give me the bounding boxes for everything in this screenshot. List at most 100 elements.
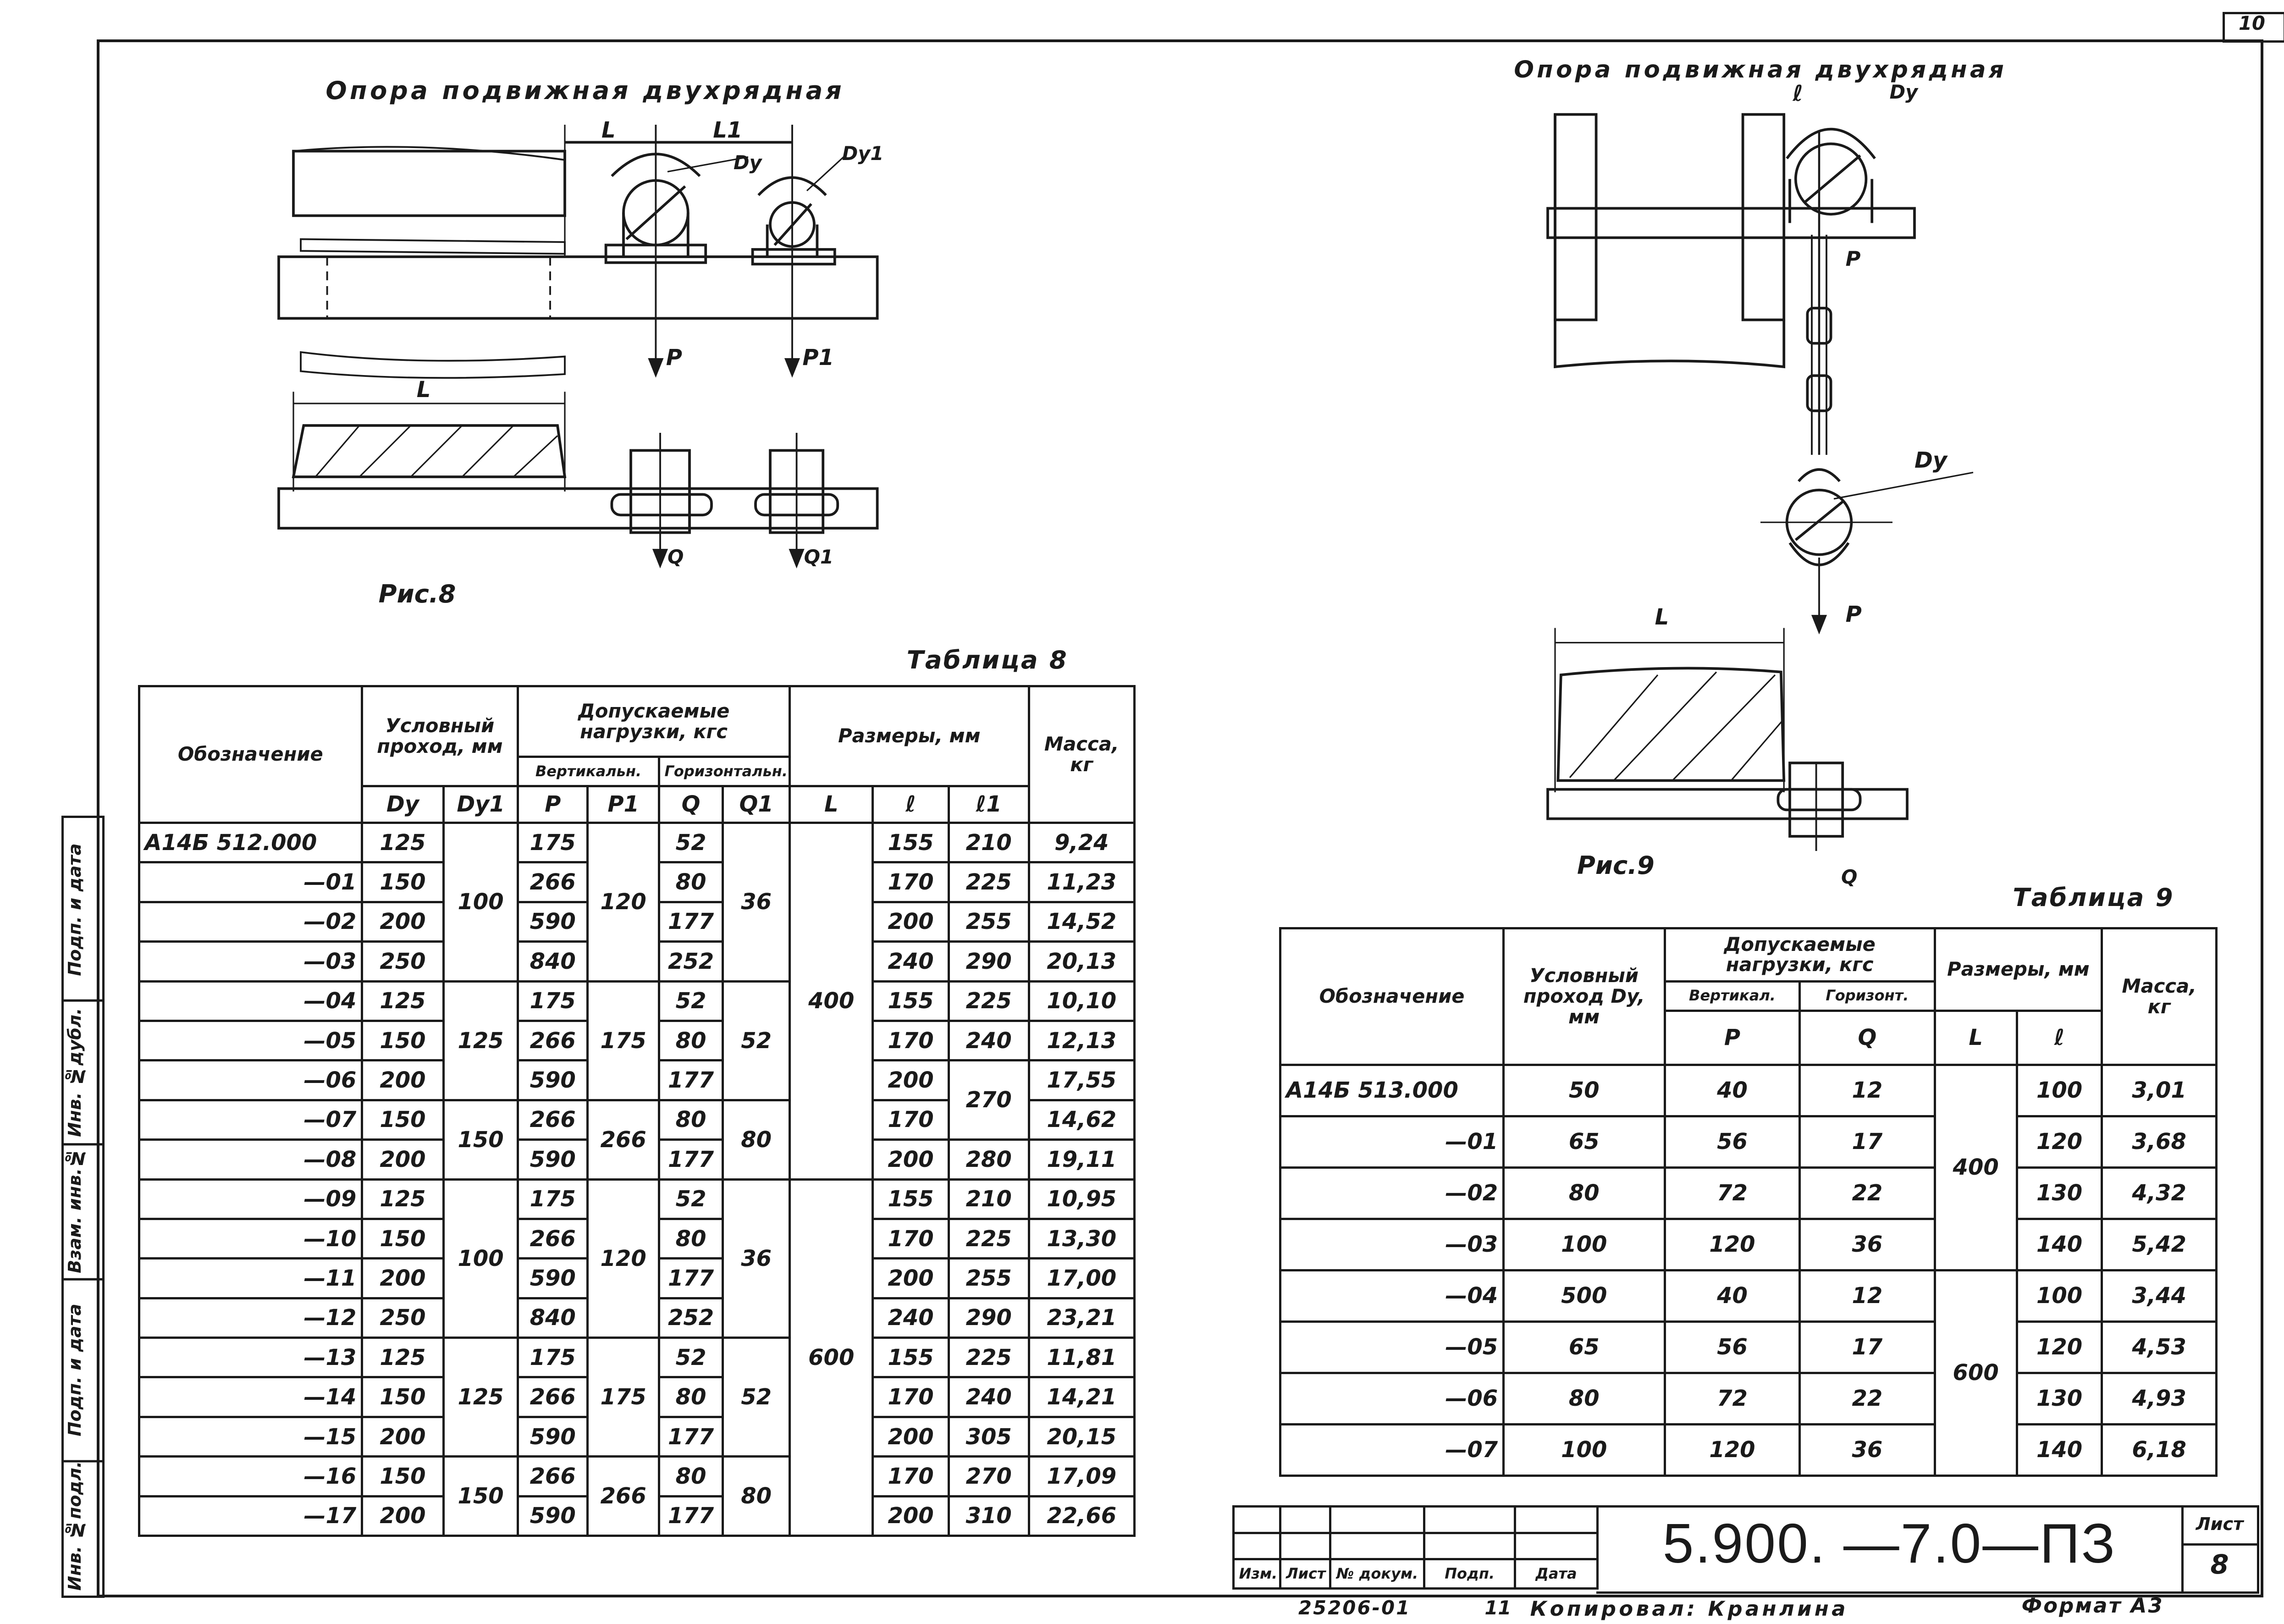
t8-l: 155 <box>872 1337 950 1379</box>
t8-p: 175 <box>517 1178 589 1220</box>
t8-dy: 200 <box>360 900 445 943</box>
t8-q1: 52 <box>722 1337 791 1458</box>
t8-des: —09 <box>138 1178 363 1220</box>
t8-q: 52 <box>657 1337 724 1379</box>
t9-m: 3,68 <box>2101 1115 2218 1169</box>
t8-q1: 80 <box>722 1455 791 1537</box>
t8-l: 155 <box>872 1178 950 1220</box>
t9-des: —04 <box>1279 1269 1505 1323</box>
t8-h-designation: Обозначение <box>138 685 363 824</box>
t8-l: 200 <box>872 1415 950 1458</box>
t8-q1: 36 <box>722 1178 791 1339</box>
t8-dy: 150 <box>360 1099 445 1141</box>
t8-des: —01 <box>138 861 363 903</box>
t9-m: 6,18 <box>2101 1423 2218 1477</box>
t8-p: 590 <box>517 1257 589 1299</box>
fig8-label-Dy: Dy <box>734 151 762 174</box>
t8-l1: 255 <box>947 900 1030 943</box>
t9-q: 22 <box>1799 1166 1936 1220</box>
t8-l1: 310 <box>947 1495 1030 1537</box>
t8-dy: 200 <box>360 1257 445 1299</box>
t8-q: 252 <box>657 1297 724 1339</box>
t8-des: —11 <box>138 1257 363 1299</box>
t8-dy1: 125 <box>442 1337 519 1458</box>
t9-h-L: L <box>1933 1009 2018 1066</box>
t9-m: 4,32 <box>2101 1166 2218 1220</box>
t9-L: 600 <box>1933 1269 2018 1477</box>
footer-num2: 11 <box>1484 1596 1512 1619</box>
t8-q: 80 <box>657 1376 724 1418</box>
t8-dy: 150 <box>360 1376 445 1418</box>
fig9-title: Опора подвижная двухрядная <box>1514 55 2007 83</box>
t8-l1: 305 <box>947 1415 1030 1458</box>
t8-p: 266 <box>517 1099 589 1141</box>
t8-l: 170 <box>872 1019 950 1062</box>
t8-p: 590 <box>517 1059 589 1101</box>
t8-des: —14 <box>138 1376 363 1418</box>
t8-h-mass: Масса, кг <box>1027 685 1136 824</box>
fig9-label-L: L <box>1655 604 1669 630</box>
fig8-label-Q: Q <box>668 546 684 569</box>
t8-h-dims: Размеры, мм <box>789 685 1030 787</box>
t8-des: —02 <box>138 900 363 943</box>
t8-l1: 225 <box>947 1337 1030 1379</box>
title-block-sheet-label: Лист <box>2196 1514 2244 1535</box>
fig8-caption: Рис.8 <box>378 580 456 608</box>
t9-dy: 65 <box>1502 1320 1666 1374</box>
t8-dy: 150 <box>360 1455 445 1497</box>
t9-h-l: ℓ <box>2015 1009 2103 1066</box>
title-block-sheet-divider <box>2181 1543 2258 1546</box>
side-stamp-dividers <box>61 999 103 1463</box>
t8-L: 400 <box>789 821 874 1181</box>
t8-p: 266 <box>517 1019 589 1062</box>
t8-q: 177 <box>657 1138 724 1181</box>
t9-h-dims: Размеры, мм <box>1933 927 2103 1012</box>
t8-L: 600 <box>789 1178 874 1537</box>
t9-p: 72 <box>1663 1371 1801 1425</box>
t8-l1: 280 <box>947 1138 1030 1181</box>
t8-dy: 200 <box>360 1495 445 1537</box>
t9-des: —01 <box>1279 1115 1505 1169</box>
t8-p1: 120 <box>586 1178 660 1339</box>
t9-m: 3,44 <box>2101 1269 2218 1323</box>
t8-l1: 210 <box>947 821 1030 864</box>
t8-m: 19,11 <box>1027 1138 1136 1181</box>
t8-q: 177 <box>657 1495 724 1537</box>
t8-l1: 240 <box>947 1376 1030 1418</box>
t8-p: 590 <box>517 1138 589 1181</box>
t8-dy: 250 <box>360 1297 445 1339</box>
t8-l: 155 <box>872 821 950 864</box>
table9-caption: Таблица 9 <box>2013 883 2174 912</box>
t8-q: 177 <box>657 1415 724 1458</box>
t8-l1-merged: 270 <box>947 1059 1030 1141</box>
t8-des: —12 <box>138 1297 363 1339</box>
t8-dy1: 150 <box>442 1455 519 1537</box>
t9-m: 3,01 <box>2101 1063 2218 1117</box>
t8-q: 80 <box>657 1455 724 1497</box>
t8-p: 840 <box>517 1297 589 1339</box>
t8-m: 20,15 <box>1027 1415 1136 1458</box>
t9-p: 56 <box>1663 1320 1801 1374</box>
t9-p: 72 <box>1663 1166 1801 1220</box>
tb-col-list: Лист <box>1279 1558 1332 1590</box>
t8-m: 17,00 <box>1027 1257 1136 1299</box>
t8-m: 9,24 <box>1027 821 1136 864</box>
t9-l: 120 <box>2015 1320 2103 1374</box>
title-block-sheet-box <box>2181 1505 2260 1594</box>
t9-dy: 100 <box>1502 1217 1666 1271</box>
fig8-title: Опора подвижная двухрядная <box>325 76 845 105</box>
t9-p: 56 <box>1663 1115 1801 1169</box>
t8-q1: 36 <box>722 821 791 983</box>
fig8-label-L: L <box>601 117 616 143</box>
t8-m: 14,21 <box>1027 1376 1136 1418</box>
t9-l: 100 <box>2015 1269 2103 1323</box>
t8-m: 10,10 <box>1027 980 1136 1022</box>
t8-q: 80 <box>657 1019 724 1062</box>
fig8-label-P1: P1 <box>802 345 834 370</box>
t8-des: —05 <box>138 1019 363 1062</box>
t8-h-horizontal: Горизонтальн. <box>657 755 791 787</box>
t8-l1: 290 <box>947 1297 1030 1339</box>
t9-des: —02 <box>1279 1166 1505 1220</box>
footer-copied: Копировал: Кранлина <box>1530 1596 1848 1621</box>
t8-des: —03 <box>138 940 363 983</box>
